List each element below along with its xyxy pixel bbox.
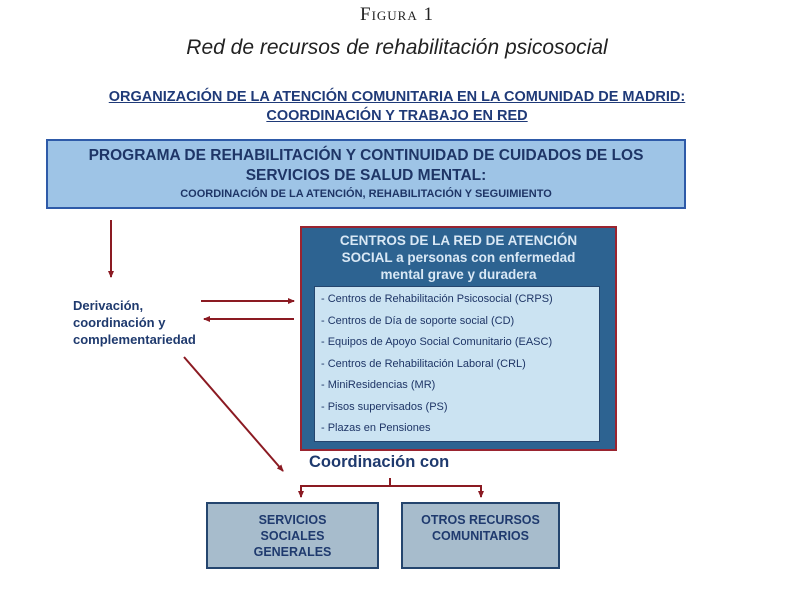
list-item: - Centros de Día de soporte social (CD) xyxy=(321,314,515,327)
centros-red-box: CENTROS DE LA RED DE ATENCIÓN SOCIAL a p… xyxy=(300,226,617,451)
arrow-diagonal-to-coordinacion xyxy=(183,356,284,472)
centros-header-line-2: SOCIAL a personas con enfermedad xyxy=(341,250,576,265)
derivacion-line-1: Derivación, xyxy=(73,298,144,313)
box-line: OTROS RECURSOS xyxy=(421,513,540,527)
program-box: PROGRAMA DE REHABILITACIÓN Y CONTINUIDAD… xyxy=(46,139,686,209)
program-subtitle: COORDINACIÓN DE LA ATENCIÓN, REHABILITAC… xyxy=(180,188,552,200)
box-line: SOCIALES xyxy=(260,529,325,543)
centros-header: CENTROS DE LA RED DE ATENCIÓN SOCIAL a p… xyxy=(302,228,615,283)
header-line-2: COORDINACIÓN Y TRABAJO EN RED xyxy=(266,108,528,124)
program-title-line-1: PROGRAMA DE REHABILITACIÓN Y CONTINUIDAD… xyxy=(88,147,644,164)
list-item: - Centros de Rehabilitación Laboral (CRL… xyxy=(321,357,526,370)
diagram-header: ORGANIZACIÓN DE LA ATENCIÓN COMUNITARIA … xyxy=(0,88,794,126)
derivacion-line-3: complementariedad xyxy=(73,332,196,347)
box-line: SERVICIOS xyxy=(258,513,327,527)
figure-title: Red de recursos de rehabilitación psicos… xyxy=(186,36,608,59)
list-item: - Equipos de Apoyo Social Comunitario (E… xyxy=(321,336,553,348)
list-item: - Centros de Rehabilitación Psicosocial … xyxy=(321,293,553,305)
header-line-1: ORGANIZACIÓN DE LA ATENCIÓN COMUNITARIA … xyxy=(108,89,686,105)
derivacion-line-2: coordinación y xyxy=(73,315,166,330)
box-line: GENERALES xyxy=(253,545,332,559)
figure-label: Figura 1 xyxy=(360,4,434,25)
list-item: - Pisos supervisados (PS) xyxy=(321,400,448,413)
coord-branch xyxy=(300,485,482,496)
centros-list: - Centros de Rehabilitación Psicosocial … xyxy=(314,286,600,442)
program-title: PROGRAMA DE REHABILITACIÓN Y CONTINUIDAD… xyxy=(48,141,684,186)
centros-header-line-3: mental grave y duradera xyxy=(380,267,537,282)
program-title-line-2: SERVICIOS DE SALUD MENTAL: xyxy=(245,167,487,184)
list-item: - Plazas en Pensiones xyxy=(321,422,431,434)
list-item: - MiniResidencias (MR) xyxy=(321,379,436,391)
box-line: COMUNITARIOS xyxy=(432,529,529,543)
centros-header-line-1: CENTROS DE LA RED DE ATENCIÓN xyxy=(339,233,578,248)
derivacion-label: Derivación, coordinación y complementari… xyxy=(73,297,196,348)
servicios-sociales-box: SERVICIOS SOCIALES GENERALES xyxy=(206,502,379,569)
otros-recursos-box: OTROS RECURSOS COMUNITARIOS xyxy=(401,502,560,569)
coordinacion-label: Coordinación con xyxy=(309,453,450,471)
